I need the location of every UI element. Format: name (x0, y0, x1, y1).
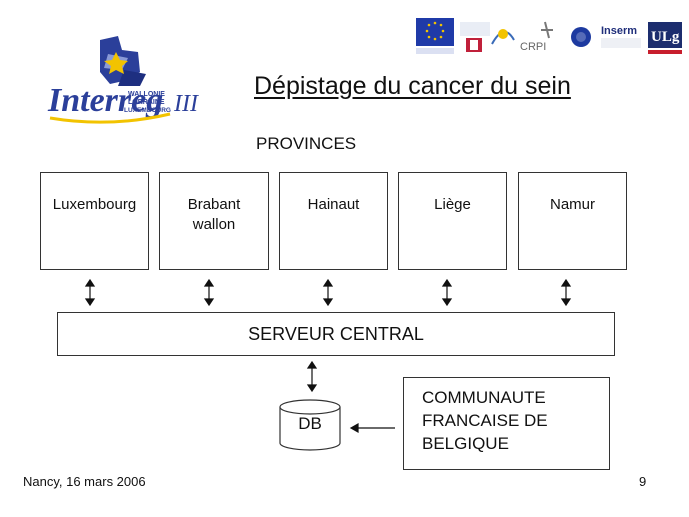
province-box-brabant-wallon: Brabant wallon (159, 172, 269, 270)
circle-logo (571, 27, 591, 47)
community-line-3: BELGIQUE (422, 434, 509, 453)
db-label: DB (298, 414, 322, 433)
ulg-logo: ULg (648, 22, 682, 54)
arrow-luxembourg (84, 278, 96, 307)
page-number: 9 (639, 474, 647, 489)
wallonie-logo (491, 29, 515, 45)
interreg-roman-three: III (173, 91, 199, 117)
province-label: Liège (434, 196, 471, 213)
inserm-logo: Inserm (601, 25, 641, 48)
province-label: Hainaut (307, 196, 360, 213)
provinces-heading: PROVINCES (256, 134, 357, 153)
server-db-arrow (306, 360, 318, 393)
community-line-2: FRANCAISE DE (422, 411, 548, 430)
slide-title: Dépistage du cancer du sein (254, 72, 571, 100)
province-label: Brabant wallon (187, 196, 241, 233)
svg-text:CRPI: CRPI (520, 41, 546, 53)
svg-text:ULg: ULg (651, 29, 680, 45)
interreg-region-2: LORRAINE (128, 99, 165, 106)
eu-flag-logo (416, 18, 454, 54)
server-central-box: SERVEUR CENTRAL (57, 312, 615, 356)
arrow-liege (441, 278, 453, 307)
province-server-arrows (84, 278, 572, 307)
interreg-wordmark: Interreg (47, 82, 163, 119)
footer-date: Nancy, 16 mars 2006 (23, 474, 146, 489)
interreg-swoosh (49, 112, 171, 124)
community-line-1: COMMUNAUTE (422, 388, 546, 407)
crp-logo: CRPI (520, 21, 553, 53)
arrow-brabant (203, 278, 215, 307)
svg-text:Inserm: Inserm (601, 25, 637, 37)
server-label: SERVEUR CENTRAL (248, 323, 424, 344)
province-box-liege: Liège (398, 172, 507, 270)
arrow-namur (560, 278, 572, 307)
departement-logo (460, 22, 490, 52)
province-box-namur: Namur (518, 172, 627, 270)
community-db-arrow (349, 422, 395, 434)
arrow-hainaut (322, 278, 334, 307)
interreg-map-graphic (100, 36, 146, 86)
province-box-luxembourg: Luxembourg (40, 172, 149, 270)
interreg-region-1: WALLONIE (128, 91, 165, 98)
province-box-hainaut: Hainaut (279, 172, 388, 270)
province-label: Luxembourg (52, 196, 137, 213)
interreg-region-3: LUXEMBOURG (124, 107, 171, 114)
community-box: COMMUNAUTE FRANCAISE DE BELGIQUE (403, 377, 610, 470)
province-label: Namur (549, 196, 595, 213)
